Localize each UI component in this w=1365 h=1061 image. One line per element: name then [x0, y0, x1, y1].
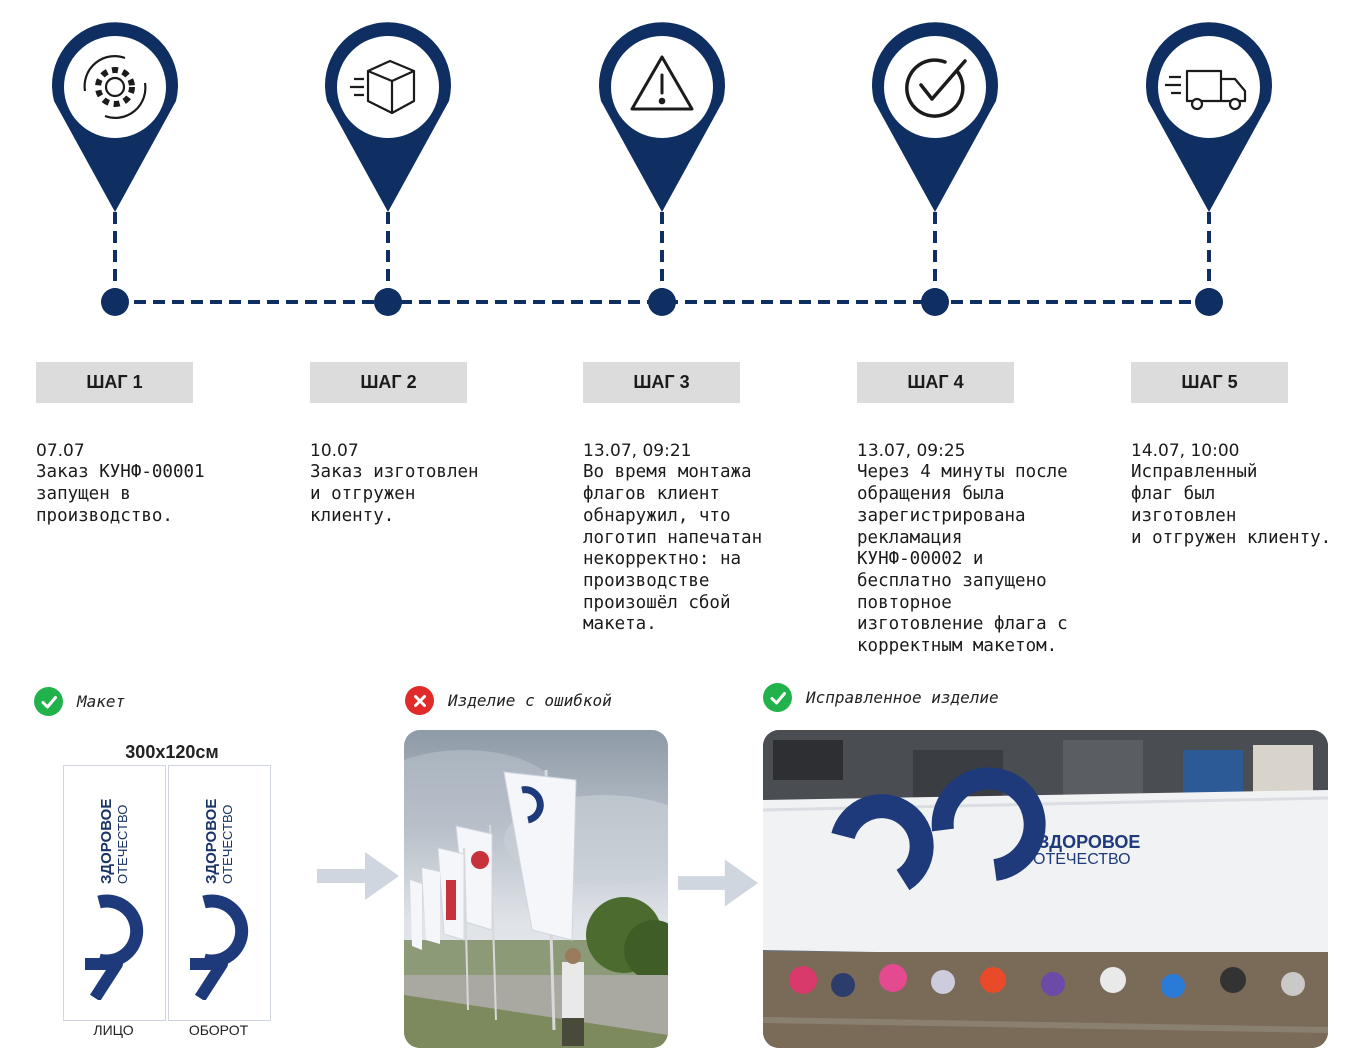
fixed-caption: Исправленное изделие	[763, 683, 999, 712]
step-3-text: Во время монтажа флагов клиент обнаружил…	[583, 462, 763, 635]
step-2-label: ШАГ 2	[310, 362, 467, 403]
step-3-date: 13.07, 09:21	[583, 440, 692, 461]
pin-inner-circle	[884, 36, 986, 138]
logo-line-2: ОТЕЧЕСТВО	[220, 804, 235, 884]
fixed-photo: ЗДОРОВОЕ ОТЕЧЕСТВО	[763, 730, 1328, 1048]
defect-caption: Изделие с ошибкой	[405, 686, 612, 715]
step-3-pin	[599, 22, 725, 316]
step-2-text: Заказ изготовлен и отгружен клиенту.	[310, 462, 479, 526]
step-4-pin	[872, 22, 998, 316]
arrow-right-icon	[677, 859, 759, 907]
timeline-dot	[101, 288, 129, 316]
mockup-back-logo-text: ЗДОРОВОЕ ОТЕЧЕСТВО	[203, 798, 235, 884]
logo-line-1: ЗДОРОВОЕ	[98, 798, 115, 884]
step-1-label: ШАГ 1	[36, 362, 193, 403]
logo-mark-icon	[85, 894, 144, 1000]
step-4-text: Через 4 минуты после обращения была заре…	[857, 462, 1068, 657]
step-3-label: ШАГ 3	[583, 362, 740, 403]
logo-line-1: ЗДОРОВОЕ	[203, 798, 220, 884]
timeline-dot	[921, 288, 949, 316]
step-4-date: 13.07, 09:25	[857, 440, 966, 461]
mockup-front-logo-text: ЗДОРОВОЕ ОТЕЧЕСТВО	[98, 798, 130, 884]
step-1-pin	[52, 22, 178, 316]
pin-inner-circle	[337, 36, 439, 138]
step-5-date: 14.07, 10:00	[1131, 440, 1240, 461]
mockup-back-banner: ЗДОРОВОЕ ОТЕЧЕСТВО	[168, 765, 271, 1021]
step-2-date: 10.07	[310, 440, 359, 461]
logo-mark-icon	[190, 894, 249, 1000]
step-5-label: ШАГ 5	[1131, 362, 1288, 403]
timeline-dot	[374, 288, 402, 316]
pin-inner-circle	[64, 36, 166, 138]
fixed-logo-line-2: ОТЕЧЕСТВО	[1033, 851, 1131, 868]
mockup-caption-text: Макет	[77, 692, 126, 711]
defect-caption-text: Изделие с ошибкой	[448, 691, 612, 710]
check-circle-icon	[905, 58, 967, 118]
step-2-pin	[325, 22, 452, 316]
arrow-right-icon	[317, 852, 399, 900]
step-4-label: ШАГ 4	[857, 362, 1014, 403]
mockup-caption: Макет	[34, 687, 125, 716]
logo-line-2: ОТЕЧЕСТВО	[115, 804, 130, 884]
step-5-text: Исправленный флаг был изготовлен и отгру…	[1131, 462, 1332, 548]
mockup-back-label: ОБОРОТ	[188, 1022, 249, 1038]
step-1-date: 07.07	[36, 440, 85, 461]
fixed-caption-text: Исправленное изделие	[806, 688, 999, 707]
defect-photo	[404, 730, 668, 1048]
step-5-pin	[1146, 22, 1272, 316]
mockup-front-banner: ЗДОРОВОЕ ОТЕЧЕСТВО	[63, 765, 166, 1021]
pin-inner-circle	[1158, 36, 1260, 138]
step-1-text: Заказ КУНФ-00001 запущен в производство.	[36, 462, 205, 526]
check-badge-icon	[34, 687, 63, 716]
timeline-dot	[648, 288, 676, 316]
delivery-truck-icon	[1165, 69, 1247, 111]
fixed-logo-line-1: ЗДОРОВОЕ	[1038, 832, 1140, 852]
warning-triangle-icon	[630, 55, 694, 111]
check-badge-icon	[763, 683, 792, 712]
timeline-graphic	[52, 22, 1272, 316]
mockup-front-label: ЛИЦО	[93, 1022, 134, 1038]
timeline-dot	[1195, 288, 1223, 316]
error-badge-icon	[405, 686, 434, 715]
package-box-icon	[350, 59, 416, 115]
mockup-size-label: 300x120см	[125, 742, 219, 762]
gear-cycle-icon	[83, 55, 147, 119]
